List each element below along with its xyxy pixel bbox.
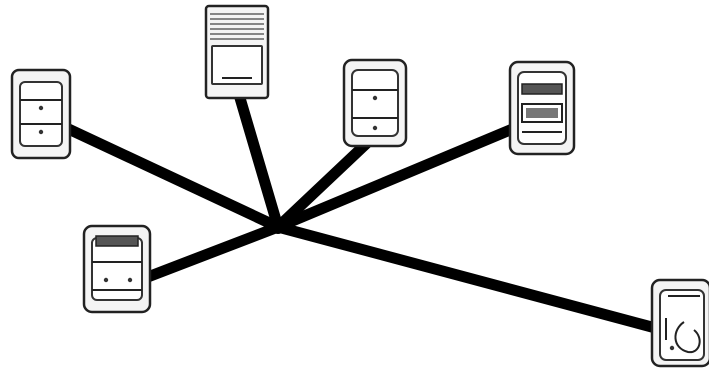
link-to-device-top-server xyxy=(234,92,284,233)
device-center[interactable] xyxy=(342,58,408,148)
link-to-device-left xyxy=(54,119,284,233)
device-top-right[interactable] xyxy=(508,60,576,156)
links xyxy=(54,92,669,336)
server-icon xyxy=(204,4,270,100)
hub-junction xyxy=(271,220,285,234)
device-icon xyxy=(508,60,576,156)
device-bottom-right[interactable] xyxy=(650,278,709,368)
link-to-device-top-right xyxy=(272,119,528,233)
device-lower-left[interactable] xyxy=(82,224,152,314)
link-to-device-lower-left xyxy=(134,221,284,286)
device-top-server[interactable] xyxy=(204,4,270,100)
link-to-device-center xyxy=(272,136,374,233)
link-to-device-bottom-right xyxy=(272,221,669,336)
device-icon xyxy=(82,224,152,314)
device-left[interactable] xyxy=(10,68,72,160)
device-icon xyxy=(650,278,709,368)
device-icon xyxy=(342,58,408,148)
device-icon xyxy=(10,68,72,160)
